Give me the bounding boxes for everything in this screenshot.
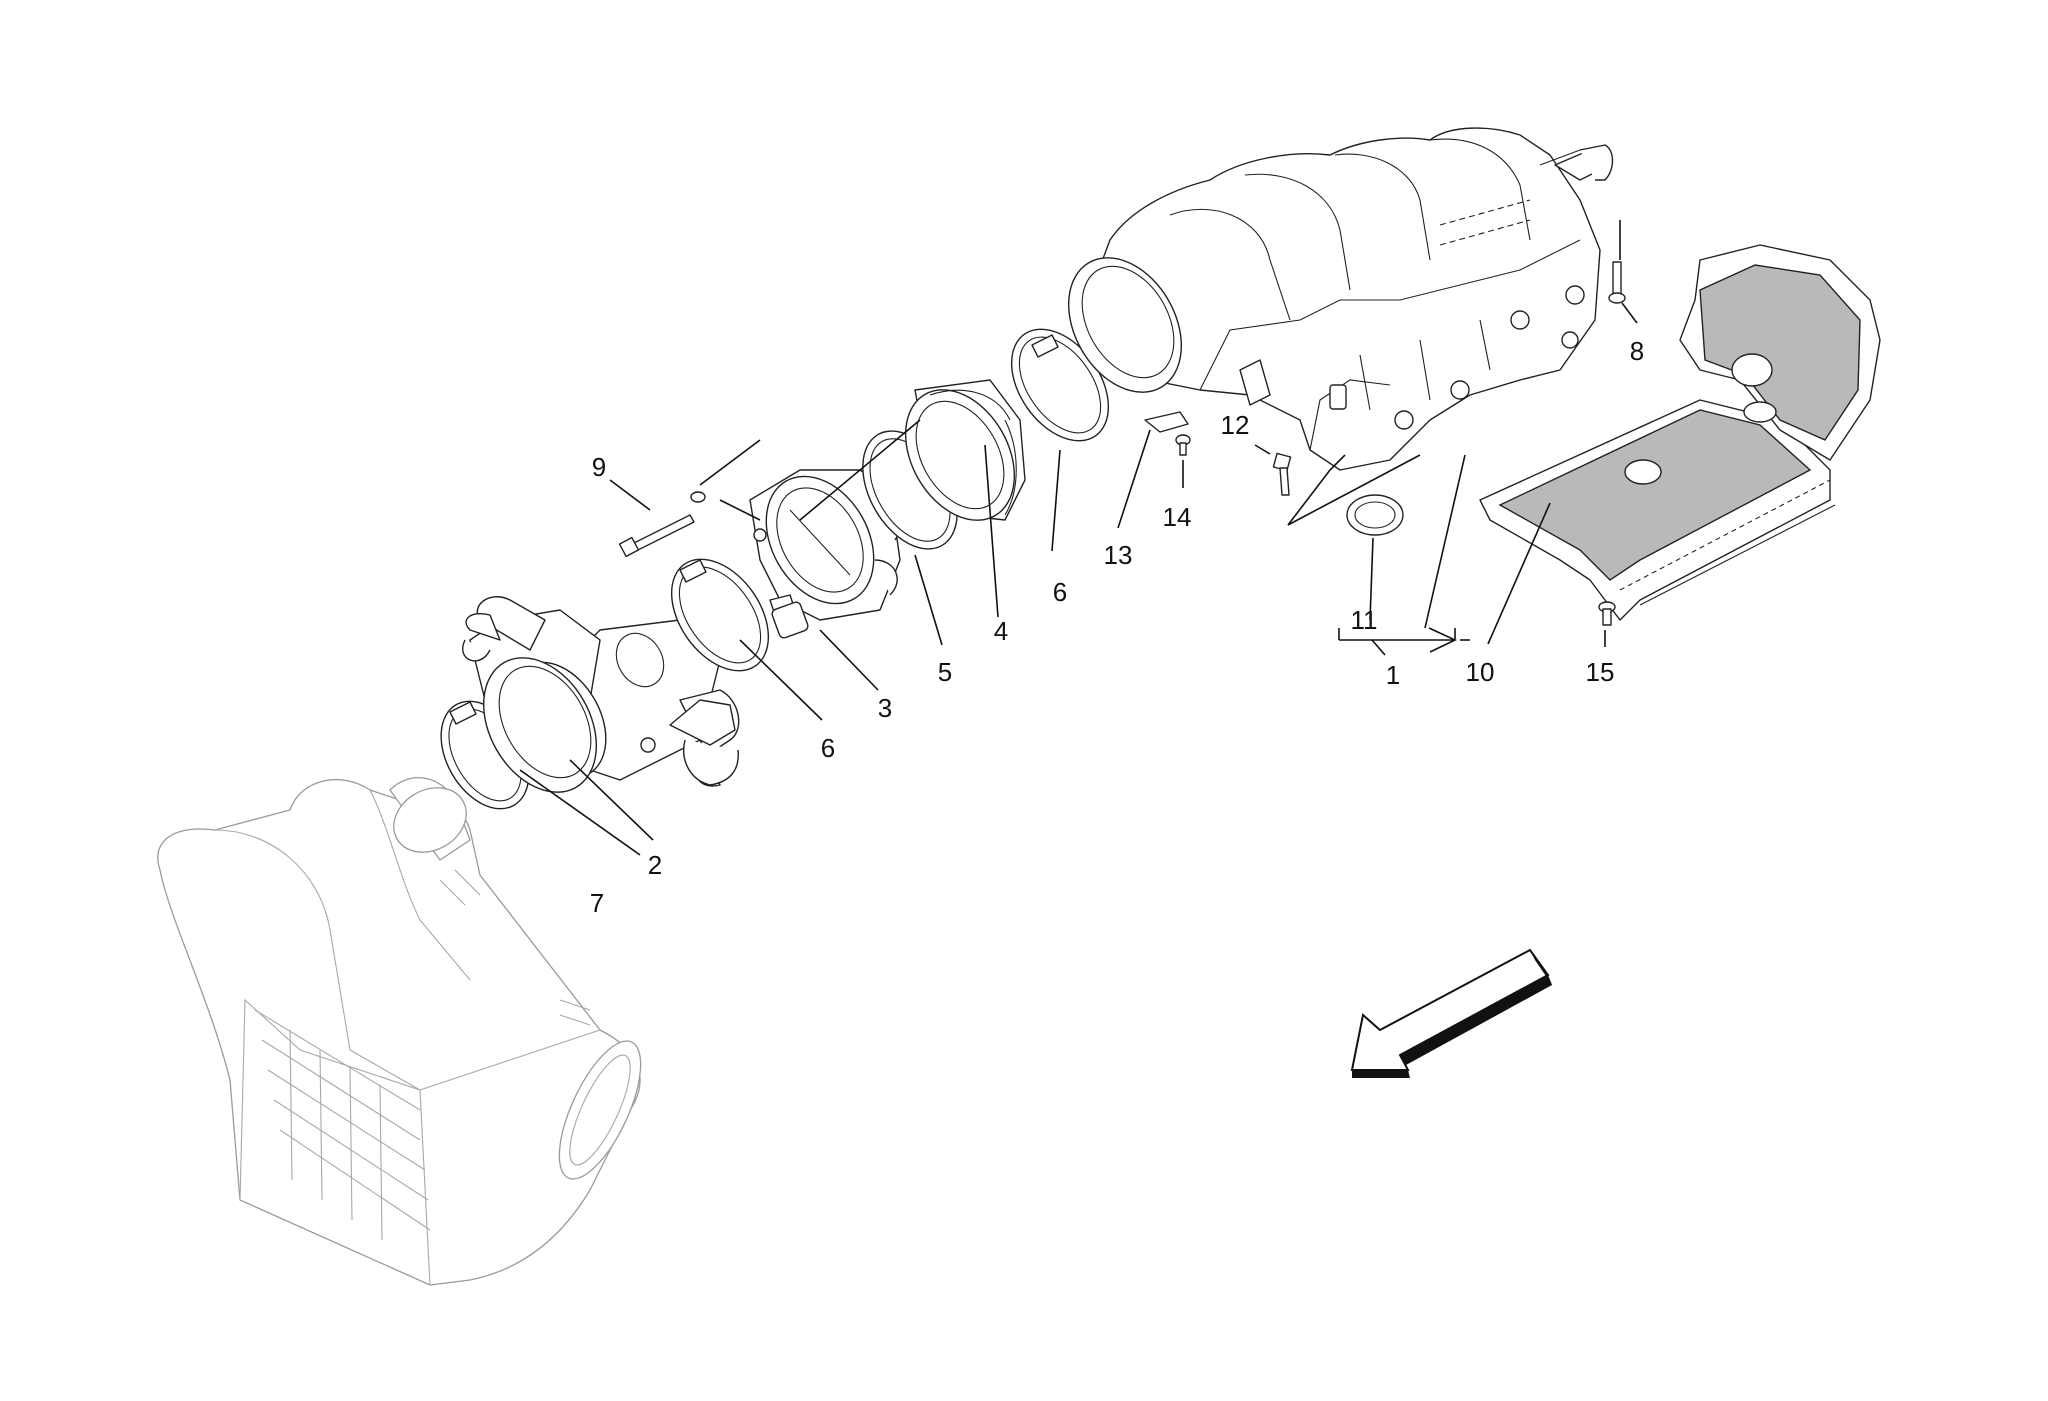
callout-6-lower: 6 [821, 733, 835, 763]
direction-arrow-icon [1350, 948, 1552, 1078]
part-9-bolt [618, 491, 706, 558]
callout-10: 10 [1466, 657, 1495, 687]
part-10-engine-cover [1479, 244, 1881, 621]
part-2-intake-duct [462, 596, 740, 793]
part-4-adapter-flange [904, 379, 1026, 521]
part-1-intake-manifold [1067, 127, 1614, 471]
callout-11: 11 [1351, 605, 1378, 635]
callout-labels: 1 2 3 4 5 6 6 7 8 9 10 11 12 13 14 15 [590, 336, 1644, 918]
callout-9: 9 [592, 452, 606, 482]
callout-13: 13 [1104, 540, 1133, 570]
part-6-hose-clamp-upper [1010, 328, 1110, 442]
callout-6-upper: 6 [1053, 577, 1067, 607]
part-8-bolt [1608, 261, 1626, 304]
part-14-screw [1175, 434, 1191, 456]
callout-12: 12 [1221, 410, 1250, 440]
part-15-screw [1598, 601, 1616, 626]
callout-4: 4 [994, 616, 1008, 646]
callout-1: 1 [1386, 660, 1400, 690]
callout-2: 2 [648, 850, 662, 880]
air-filter-box [157, 777, 642, 1286]
part-11-seal-ring [1346, 494, 1404, 536]
part-12-bolt [1272, 452, 1292, 496]
part-3-throttle-body [749, 469, 901, 639]
callout-5: 5 [938, 657, 952, 687]
callout-14: 14 [1163, 502, 1192, 532]
callout-8: 8 [1630, 336, 1644, 366]
part-6-hose-clamp-lower [670, 558, 770, 672]
callout-15: 15 [1586, 657, 1615, 687]
leader-lines [519, 220, 1638, 856]
part-13-clip [1144, 411, 1189, 433]
callout-7: 7 [590, 888, 604, 918]
callout-3: 3 [878, 693, 892, 723]
